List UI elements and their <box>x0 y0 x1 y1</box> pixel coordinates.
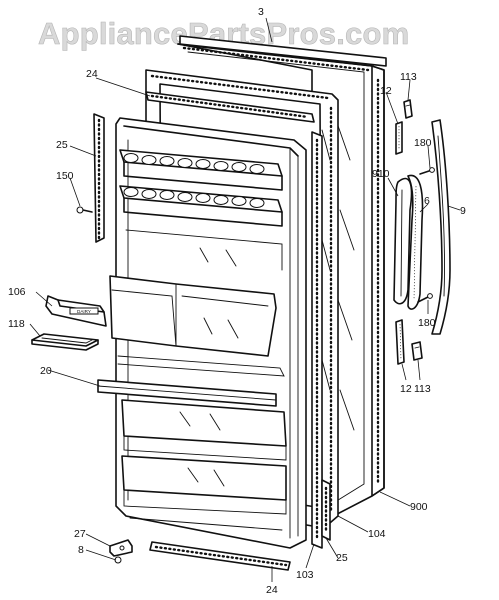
handle-end-cap-top <box>395 99 413 155</box>
callout-24-lower: 24 <box>266 584 278 596</box>
egg-cups <box>123 153 265 208</box>
door-handle-assembly <box>393 119 451 335</box>
callout-8: 8 <box>78 544 84 556</box>
callout-910: 910 <box>372 168 390 180</box>
dairy-door: DAIRY <box>45 295 107 327</box>
breaker-strip-left <box>93 113 105 243</box>
screw-180-top <box>419 167 435 175</box>
hinge-bracket <box>109 539 133 564</box>
handle-end-cap-bottom <box>395 319 423 365</box>
callout-25-lower: 25 <box>336 552 348 564</box>
callout-9: 9 <box>460 205 466 217</box>
callout-180: 180 <box>414 137 432 149</box>
inner-door-liner <box>109 117 307 549</box>
callout-25: 25 <box>56 139 68 151</box>
callout-103: 103 <box>296 569 314 581</box>
callout-labels: 3 24 25 150 12 113 180 910 6 9 106 118 1… <box>8 6 466 596</box>
callout-24: 24 <box>86 68 98 80</box>
callout-118: 118 <box>8 318 25 330</box>
callout-20: 20 <box>40 365 52 377</box>
callout-113: 113 <box>400 71 417 83</box>
callout-180-lower: 180 <box>418 317 436 329</box>
callout-6: 6 <box>424 195 430 207</box>
leader-lines <box>29 17 461 582</box>
breaker-strip-right <box>311 131 323 549</box>
breaker-strip-right-lower <box>321 479 331 541</box>
watermark: AppliancePartsPros.com <box>38 16 409 51</box>
callout-3: 3 <box>258 6 264 18</box>
callout-12-lower: 12 <box>400 383 412 395</box>
screw-180-bottom <box>417 293 433 303</box>
breaker-strip-bottom <box>149 541 291 571</box>
dairy-label: DAIRY <box>77 309 91 314</box>
top-trim-bar <box>179 35 387 67</box>
callout-27: 27 <box>74 528 86 540</box>
shelf-bar <box>97 379 277 407</box>
callout-150: 150 <box>56 170 74 182</box>
breaker-strip-top <box>145 91 315 123</box>
callout-113-lower: 113 <box>414 383 431 395</box>
callout-900: 900 <box>410 501 428 513</box>
callout-106: 106 <box>8 286 26 298</box>
callout-12: 12 <box>380 85 392 97</box>
dairy-tray <box>31 333 99 351</box>
callout-104: 104 <box>368 528 386 540</box>
screw-150 <box>76 206 93 214</box>
